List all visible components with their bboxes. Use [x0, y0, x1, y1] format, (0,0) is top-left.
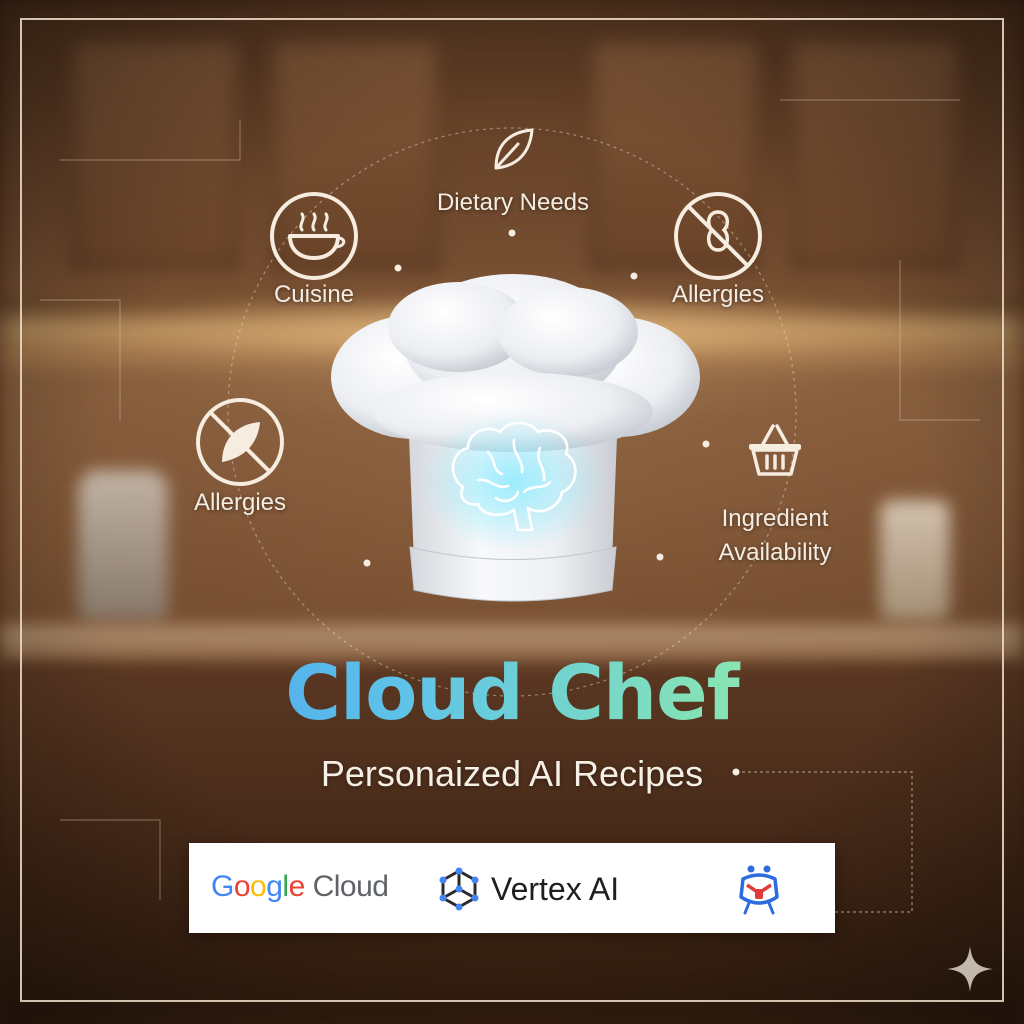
vertex-ai-logo: Vertex AI — [437, 867, 619, 911]
app-title: Cloud Chef — [0, 648, 1024, 737]
orbit-node — [508, 229, 516, 237]
robot-mascot-icon — [739, 865, 779, 915]
basket-icon — [749, 424, 801, 476]
poster-frame — [20, 18, 1004, 1002]
google-letter: l — [282, 870, 289, 903]
sparkle-icon — [947, 946, 993, 992]
vertex-ai-label: Vertex AI — [491, 871, 620, 907]
feature-label-line1: Ingredient — [721, 505, 829, 532]
feature-allergies-right: Allergies — [658, 190, 778, 312]
chef-hat-brain-icon — [331, 274, 700, 602]
google-letter: e — [288, 870, 306, 903]
orbit-node — [394, 264, 402, 272]
google-letter: G — [211, 870, 234, 903]
bowl-icon — [270, 192, 358, 280]
orbit-node — [630, 272, 638, 280]
google-letter: o — [233, 870, 251, 903]
vertex-ai-icon — [439, 867, 479, 911]
partner-logo-bar: Google Cloud Vertex AI — [189, 843, 835, 933]
background-mixer — [78, 470, 168, 620]
google-letter: g — [266, 870, 283, 903]
feature-label: Cuisine — [273, 281, 355, 308]
feature-ingredient-availability: Ingredient Availability — [700, 420, 850, 570]
feature-label-line2: Availability — [718, 539, 832, 566]
orbit-node — [656, 553, 664, 561]
google-letter: o — [250, 870, 267, 903]
feature-label: Allergies — [671, 281, 765, 308]
feature-dietary-needs: Dietary Needs — [418, 124, 608, 220]
no-leaf-icon — [196, 398, 284, 486]
google-cloud-logo: Google Cloud — [211, 869, 389, 905]
background-counter — [0, 625, 1024, 665]
google-cloud-suffix: Cloud — [304, 870, 389, 903]
orbit-node — [702, 440, 710, 448]
leaf-icon — [494, 128, 534, 170]
feature-cuisine: Cuisine — [254, 190, 374, 312]
background-jar — [880, 500, 950, 620]
orbit-ring — [227, 127, 797, 697]
orbit-node — [363, 559, 371, 567]
feature-allergies-left: Allergies — [180, 396, 300, 520]
feature-label: Allergies — [193, 489, 287, 516]
no-peanut-icon — [674, 192, 762, 280]
background-cabinet-door — [70, 40, 240, 270]
background-cabinet-door — [790, 40, 960, 270]
feature-label: Dietary Needs — [436, 189, 590, 216]
app-subtitle: Personaized AI Recipes — [320, 753, 704, 794]
